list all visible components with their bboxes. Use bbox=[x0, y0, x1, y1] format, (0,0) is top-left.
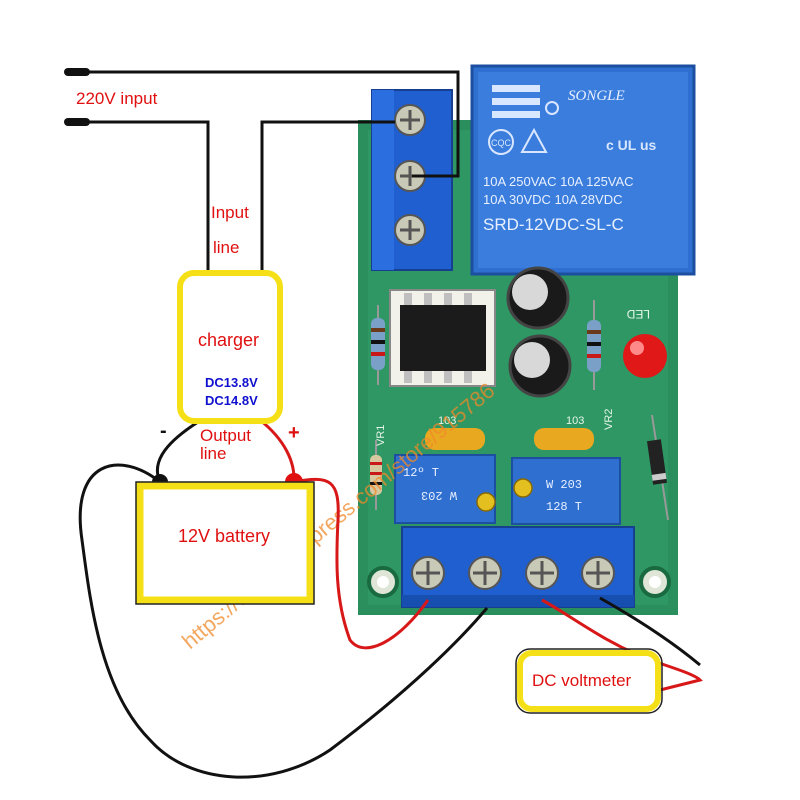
led-label: LED bbox=[626, 307, 650, 321]
label-dc-13-8v: DC13.8V bbox=[205, 375, 258, 390]
relay-rating-2: 10A 30VDC 10A 28VDC bbox=[483, 192, 622, 207]
label-output-line-2: line bbox=[200, 444, 227, 463]
potentiometer-2: W 203 128 T bbox=[511, 457, 621, 525]
cap-label-2: 103 bbox=[566, 415, 584, 427]
label-output-line-1: Output bbox=[200, 426, 252, 445]
terminal-screw-icon bbox=[394, 214, 426, 246]
red-led-icon bbox=[623, 334, 667, 378]
ceramic-capacitor bbox=[534, 428, 594, 450]
terminal-screw-icon bbox=[468, 556, 502, 590]
pot1-top: 12º T bbox=[403, 466, 439, 480]
voltmeter-box-outline bbox=[515, 648, 663, 714]
ic-chip bbox=[400, 305, 486, 371]
terminal-screw-icon bbox=[525, 556, 559, 590]
label-dc-voltmeter: DC voltmeter bbox=[532, 671, 632, 690]
wire-battery-negative bbox=[78, 463, 489, 779]
vr2-label: VR2 bbox=[603, 409, 615, 430]
wire-voltmeter-black bbox=[599, 596, 701, 667]
output-terminal-base bbox=[402, 595, 634, 607]
potentiometer-1: 12º T W 203 bbox=[394, 454, 496, 524]
vr1-label: VR1 bbox=[375, 425, 387, 446]
cqc-mark-icon: CQC bbox=[488, 127, 548, 155]
label-input-line-2: line bbox=[213, 238, 240, 257]
pot1-bottom: W 203 bbox=[421, 488, 457, 502]
battery-box-outline bbox=[135, 481, 315, 605]
capacitor-icon bbox=[508, 334, 572, 398]
wire-battery-positive bbox=[293, 477, 430, 650]
mounting-hole bbox=[649, 576, 661, 588]
input-terminal-side bbox=[372, 90, 394, 270]
resistor-icon bbox=[587, 300, 601, 390]
relay-cqc: CQC bbox=[491, 138, 512, 148]
wire-220v-1 bbox=[72, 70, 460, 178]
plug-tip bbox=[64, 68, 90, 76]
terminal-screw-icon bbox=[411, 556, 445, 590]
label-220v-input: 220V input bbox=[76, 89, 158, 108]
charger-box bbox=[177, 270, 283, 424]
relay-rating-1: 10A 250VAC 10A 125VAC bbox=[483, 174, 634, 189]
resistor-icon bbox=[371, 305, 385, 385]
mounting-hole bbox=[377, 576, 389, 588]
label-dc-14-8v: DC14.8V bbox=[205, 393, 258, 408]
relay-brand: SONGLE bbox=[568, 88, 625, 104]
terminal-screw-icon bbox=[581, 556, 615, 590]
ic-pins bbox=[404, 293, 472, 383]
terminal-screw-icon bbox=[394, 104, 426, 136]
capacitor-icon bbox=[506, 266, 570, 330]
relay-ul: c UL us bbox=[606, 137, 657, 153]
label-plus: + bbox=[288, 422, 300, 444]
diode-icon bbox=[647, 414, 669, 521]
ceramic-capacitor bbox=[425, 428, 485, 450]
cap-label-1: 103 bbox=[438, 415, 456, 427]
voltmeter-box bbox=[517, 650, 661, 712]
songle-logo-icon bbox=[492, 85, 559, 118]
pot2-top: W 203 bbox=[546, 478, 582, 492]
wire-220v-2 bbox=[72, 120, 210, 272]
plug-tip bbox=[64, 118, 90, 126]
label-12v-battery: 12V battery bbox=[178, 526, 271, 546]
relay-model: SRD-12VDC-SL-C bbox=[483, 215, 624, 234]
label-input-line-1: Input bbox=[211, 203, 249, 222]
label-minus: - bbox=[160, 420, 167, 442]
label-charger: charger bbox=[198, 330, 260, 350]
battery-box bbox=[136, 482, 314, 604]
wire-input-line bbox=[260, 120, 395, 272]
pot2-bottom: 128 T bbox=[546, 500, 582, 514]
resistor-icon bbox=[370, 440, 382, 510]
